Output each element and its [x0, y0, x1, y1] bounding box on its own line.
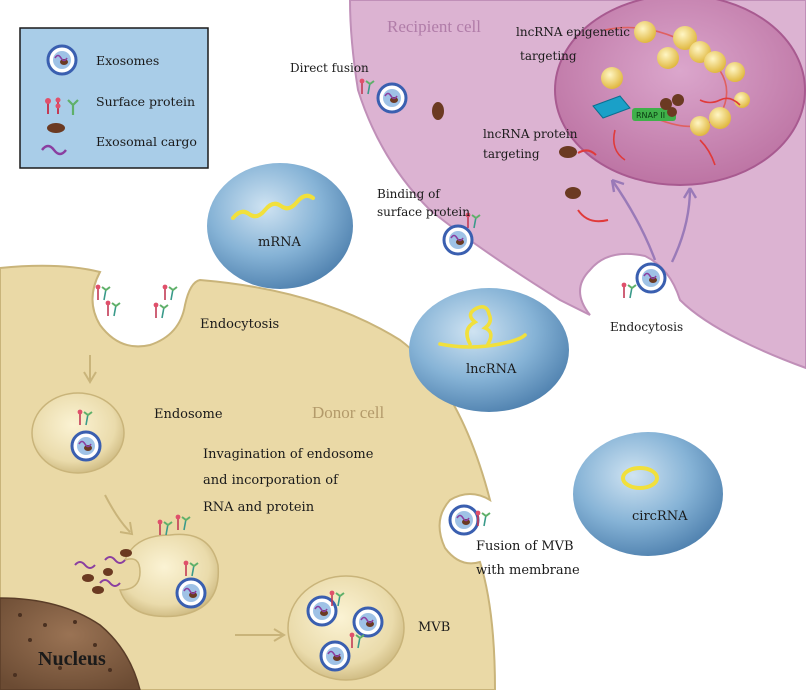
donor-nucleus [0, 597, 141, 690]
lnc-protein-label-2: targeting [483, 147, 540, 161]
nucleus-title: Nucleus [38, 648, 106, 670]
donor-endocytosis-label: Endocytosis [200, 317, 279, 332]
donor-arrows [83, 355, 286, 642]
legend-surface-protein-label: Surface protein [96, 94, 195, 109]
legend-rna-icon [41, 144, 67, 156]
lnc-epigenetic-label-1: lncRNA epigenetic [516, 25, 630, 39]
recipient-arrows [610, 178, 698, 263]
invagination-label-3: RNA and protein [203, 500, 315, 515]
legend-cargo-label: Exosomal cargo [96, 134, 197, 149]
donor-cell-title: Donor cell [312, 403, 385, 422]
recipient-cargo-1 [432, 102, 444, 120]
circrna-ring [621, 466, 659, 490]
donor-endocytosis-proteins [94, 283, 178, 319]
recipient-endocytosis-exosome [635, 262, 667, 294]
fusion-proteins [474, 509, 491, 527]
fusion-exosome [448, 504, 480, 536]
endosome-label: Endosome [154, 407, 223, 422]
lnc-protein-label-1: lncRNA protein [483, 127, 578, 141]
nucleus-texture [13, 613, 112, 677]
binding-label-1: Binding of [377, 187, 441, 201]
fusion-label-2: with membrane [476, 563, 580, 578]
recipient-cargo-2 [559, 146, 577, 158]
recipient-cell-title: Recipient cell [387, 17, 481, 36]
mrna-bubble [207, 163, 353, 289]
recipient-endocytosis-label: Endocytosis [610, 320, 683, 334]
fusion-label-1: Fusion of MVB [476, 539, 574, 554]
invaginating-exosome [175, 577, 207, 609]
lncrna-label: lncRNA [466, 362, 517, 377]
mvb-exosome-3 [319, 640, 351, 672]
mvb-exosome-2 [352, 606, 384, 638]
legend-exosome-icon [46, 44, 78, 76]
recipient-rna-1 [577, 149, 597, 156]
free-cargo [74, 549, 132, 594]
mvb-label: MVB [418, 620, 450, 635]
direct-fusion-label: Direct fusion [290, 61, 369, 75]
rnap-box [632, 108, 676, 121]
rnap-icon [592, 95, 631, 119]
circrna-label: circRNA [632, 509, 688, 524]
rnap-label: RNAP II [636, 111, 665, 120]
invagination-label-1: Invagination of endosome [203, 447, 374, 462]
legend-surface-protein-icon [45, 97, 79, 115]
recipient-rna-2 [577, 209, 609, 223]
chromatin-beads [601, 21, 750, 136]
direct-fusion-exosome [376, 82, 408, 114]
invagination-label-2: and incorporation of [203, 473, 339, 488]
rnap-cargo [660, 94, 684, 117]
circrna-bubble [573, 432, 723, 556]
legend-exosomes-label: Exosomes [96, 53, 159, 68]
binding-exosome [442, 224, 474, 256]
lncrna-bubble [409, 288, 569, 412]
lncrna-strands [612, 97, 741, 166]
legend-cargo-icon [47, 123, 65, 133]
lnc-epigenetic-label-2: targeting [520, 49, 577, 63]
lncrna-strand [438, 305, 527, 349]
mrna-strand [231, 193, 315, 220]
binding-label-2: surface protein [377, 205, 470, 219]
mrna-label: mRNA [258, 235, 301, 250]
recipient-endocytosis-proteins [620, 281, 637, 299]
endosome-exosome [70, 430, 102, 462]
recipient-cargo-3 [565, 187, 581, 199]
recipient-nucleus [554, 0, 806, 186]
